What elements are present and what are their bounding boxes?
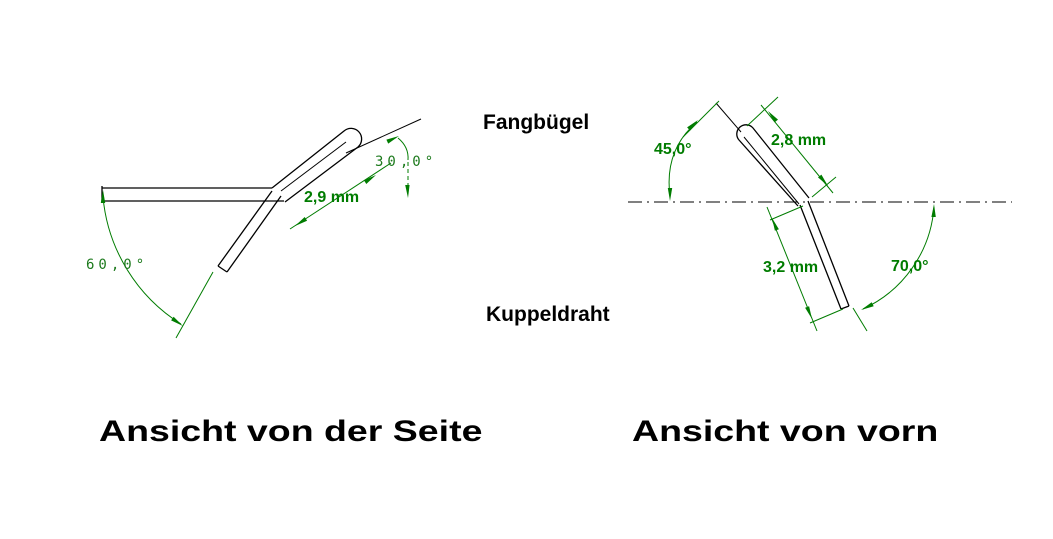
wire-bent-loop-outline xyxy=(271,127,363,203)
side-view-caption: Ansicht von der Seite xyxy=(99,415,483,448)
dim-29-arrow-upper-icon xyxy=(363,175,376,184)
angle-30-arc xyxy=(397,137,409,161)
front-view-dimensions xyxy=(667,96,936,332)
dim-28-value: 2,8 mm xyxy=(771,132,827,149)
loop-inner-line xyxy=(743,136,800,205)
angle-45-arc xyxy=(668,121,698,197)
dim-29-value: 2,9 mm xyxy=(304,189,360,206)
lower-wire-right-edge xyxy=(807,200,850,307)
angle-45-arrow-up-icon xyxy=(687,120,698,131)
dim-32-arrow-bottom-icon xyxy=(805,306,812,319)
loop-axis-extension-line xyxy=(715,102,742,133)
angle-70-arrow-left-icon xyxy=(861,302,874,310)
angle-60-arrow-down-icon xyxy=(171,316,183,326)
dim-28-extension-top xyxy=(746,96,779,127)
wire-bent-loop-inner-line xyxy=(280,141,347,192)
angle-30-arrow-down-icon xyxy=(405,185,410,198)
dim-29-line xyxy=(289,162,392,230)
tangent-extension-line xyxy=(345,118,422,154)
dim-32-arrow-top-icon xyxy=(772,218,779,231)
side-view-drawing xyxy=(101,118,422,273)
wire-diagonal-right-edge xyxy=(226,195,282,273)
lower-wire-end-cap xyxy=(840,305,850,310)
angle-60-extension-line xyxy=(175,271,214,339)
wire-diagonal-left-edge xyxy=(217,190,273,267)
angle-30-arrow-icon xyxy=(386,136,399,144)
angle-70-arc xyxy=(862,206,935,310)
front-view-drawing xyxy=(628,102,1012,310)
dim-32-extension-bottom xyxy=(809,308,844,324)
side-view-dimensions xyxy=(100,136,410,339)
dim-32-extension-top xyxy=(769,205,804,221)
angle-30-value: 30,0° xyxy=(375,154,438,170)
front-view-caption: Ansicht von vorn xyxy=(632,415,939,448)
dim-32-value: 3,2 mm xyxy=(763,259,819,276)
angle-60-arrow-up-icon xyxy=(100,190,106,203)
loop-outline xyxy=(736,124,810,207)
angle-70-arrow-up-icon xyxy=(931,204,936,217)
angle-70-extension-line xyxy=(852,307,868,332)
dim-28-arrow-bottom-icon xyxy=(818,174,828,186)
dim-28-arrow-top-icon xyxy=(768,111,778,123)
angle-45-value: 45,0° xyxy=(654,141,692,158)
angle-45-extension-line xyxy=(682,100,720,138)
dim-28-extension-bottom xyxy=(811,176,837,198)
angle-60-arc xyxy=(102,196,182,325)
lower-wire-left-edge xyxy=(799,204,842,310)
dim-29-arrow-lower-icon xyxy=(295,217,308,226)
wire-diagonal-end-cap xyxy=(217,265,228,273)
angle-45-arrow-down-icon xyxy=(667,188,673,201)
fangbuegel-label: Fangbügel xyxy=(483,111,590,134)
kuppeldraht-label: Kuppeldraht xyxy=(486,303,610,326)
angle-70-value: 70,0° xyxy=(891,258,929,275)
angle-60-value: 60,0° xyxy=(86,257,149,273)
